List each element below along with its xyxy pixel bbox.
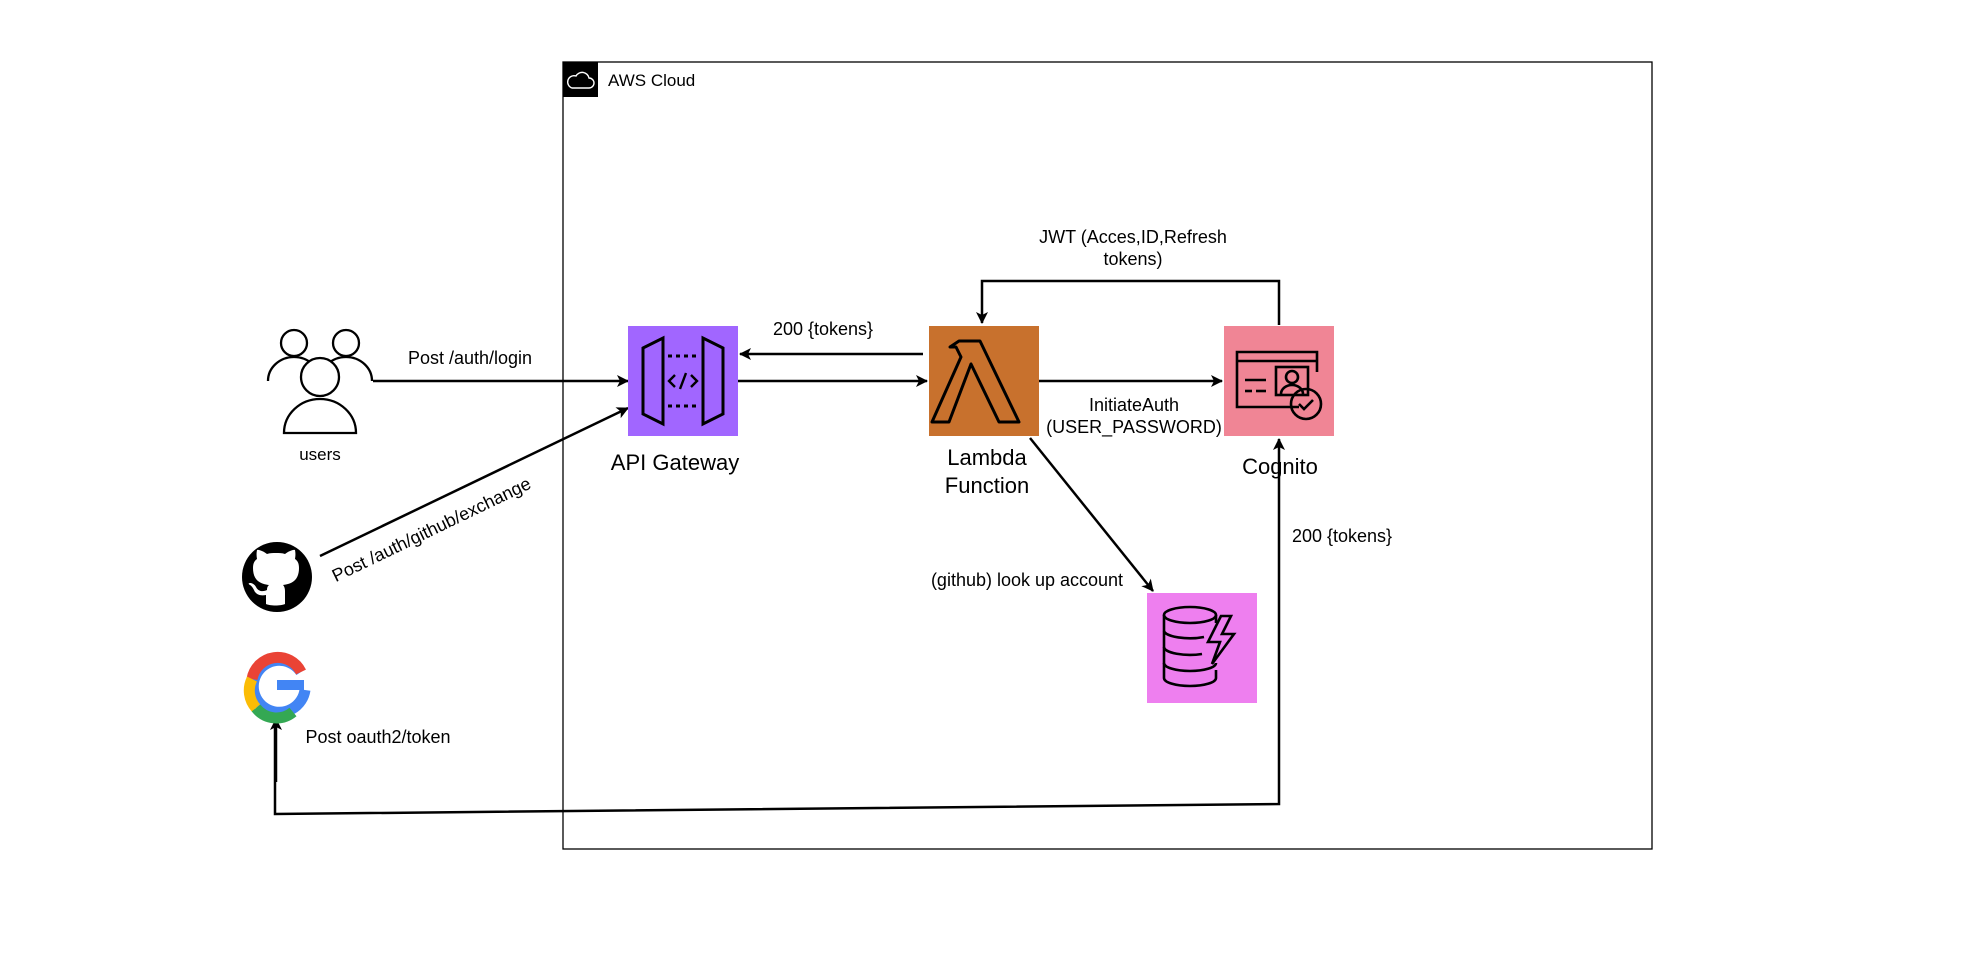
edge-cognito-to-lambda	[976, 279, 1281, 325]
lambda-icon	[930, 339, 1021, 424]
node-lambda: Lambda Function	[929, 326, 1039, 498]
aws-cloud-title: AWS Cloud	[608, 71, 695, 90]
node-cognito: Cognito	[1224, 326, 1334, 479]
aws-cloud-boundary	[562, 61, 1653, 850]
lambda-label-line1: Lambda	[947, 445, 1027, 470]
node-users: users	[266, 328, 374, 464]
edge-label-post-auth-login: Post /auth/login	[408, 348, 532, 368]
edge-google-to-cognito	[273, 438, 1285, 816]
users-icon	[266, 328, 374, 435]
api-gateway-label: API Gateway	[611, 450, 739, 475]
github-icon	[242, 542, 312, 612]
google-icon	[243, 651, 311, 724]
edge-github-to-api	[319, 406, 629, 558]
cloud-icon	[563, 62, 598, 97]
edge-label-initiate-auth-1: InitiateAuth	[1089, 395, 1179, 415]
cognito-label: Cognito	[1242, 454, 1318, 479]
aws-cloud-group: AWS Cloud	[562, 61, 1653, 850]
edge-lambda-to-dynamo	[1029, 437, 1154, 592]
edge-label-initiate-auth-2: (USER_PASSWORD)	[1046, 417, 1222, 438]
edge-label-jwt-2: tokens)	[1103, 249, 1162, 269]
edge-label-jwt-1: JWT (Acces,ID,Refresh	[1039, 227, 1227, 247]
dynamodb-icon	[1162, 605, 1237, 688]
cognito-icon	[1235, 350, 1323, 421]
users-label: users	[299, 445, 341, 464]
lambda-label-line2: Function	[945, 473, 1029, 498]
lambda-tile	[929, 326, 1039, 436]
edge-label-github-lookup: (github) look up account	[931, 570, 1123, 590]
edge-label-200-tokens-google: 200 {tokens}	[1292, 526, 1392, 546]
edges: Post /auth/login Post /auth/github/excha…	[270, 227, 1392, 816]
edge-label-post-oauth2-token: Post oauth2/token	[305, 727, 450, 747]
node-api-gateway: API Gateway	[611, 326, 739, 475]
edge-label-post-auth-github-exchange: Post /auth/github/exchange	[329, 473, 534, 586]
node-dynamodb	[1147, 593, 1257, 703]
api-gateway-icon	[641, 335, 725, 427]
edge-label-200-tokens-lambda: 200 {tokens}	[773, 319, 873, 339]
cognito-tile	[1224, 326, 1334, 436]
